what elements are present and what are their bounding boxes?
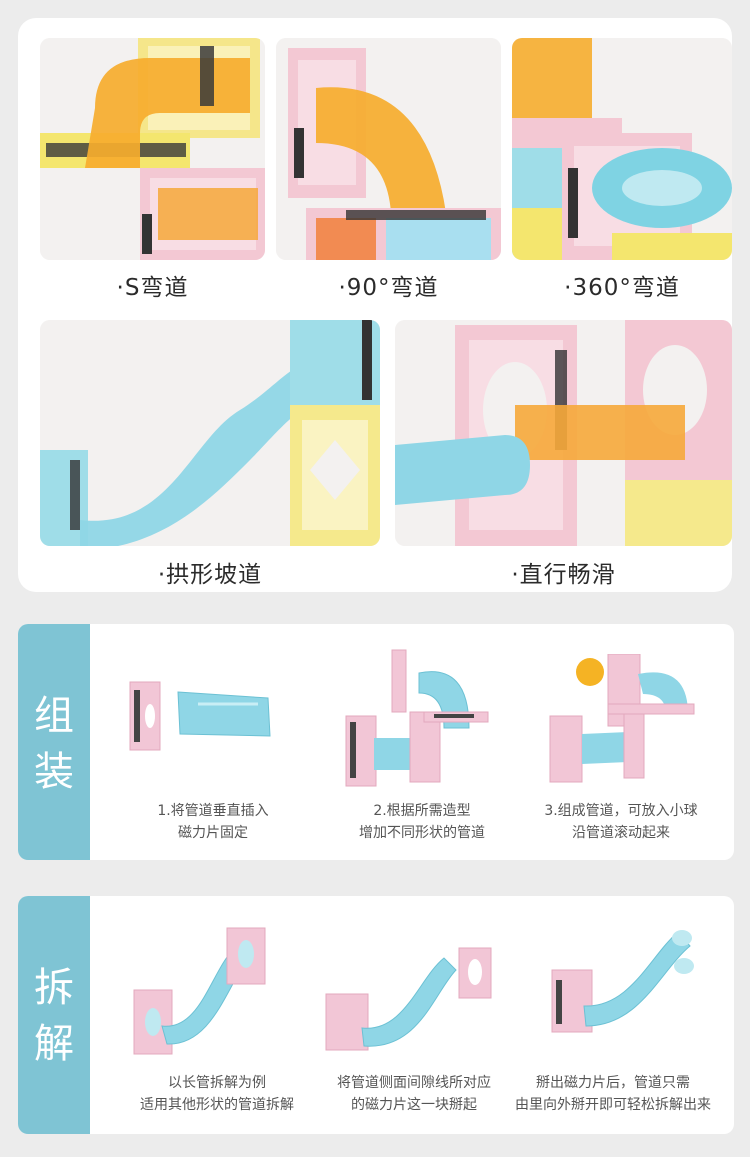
disassembly-step-2-image (324, 938, 494, 1058)
assembly-step-1-text: 1.将管道垂直插入 磁力片固定 (98, 800, 328, 844)
straight-slide-image (395, 320, 732, 546)
disassembly-step-1-image (132, 926, 272, 1056)
s-curve-image (40, 38, 265, 260)
assembly-step-3-image (548, 654, 698, 784)
disassembly-label-1: 拆 (34, 965, 74, 1011)
disassembly-side-bar (18, 896, 90, 1134)
assembly-step-3-text: 3.组成管道，可放入小球 沿管道滚动起来 (506, 800, 734, 844)
caption-s-curve: ·S弯道 (116, 275, 189, 301)
disassembly-step-3-line-2: 由里向外掰开即可轻松拆解出来 (515, 1097, 711, 1113)
disassembly-step-2-line-2: 的磁力片这一块掰起 (351, 1097, 477, 1113)
90-degree-curve-image (276, 38, 501, 260)
arched-ramp-image (40, 320, 380, 546)
caption-90-curve: ·90°弯道 (338, 275, 439, 301)
assembly-step-2-text: 2.根据所需造型 增加不同形状的管道 (307, 800, 537, 844)
disassembly-step-2-line-1: 将管道侧面间隙线所对应 (337, 1075, 491, 1091)
disassembly-step-1-text: 以长管拆解为例 适用其他形状的管道拆解 (102, 1072, 332, 1116)
assembly-step-2-image (344, 648, 494, 788)
disassembly-step-1-line-1: 以长管拆解为例 (168, 1075, 266, 1091)
disassembly-panel: 拆 解 以长管拆解为例 适用其他形状的管道拆解 将管道侧面间隙线所对应 的磁力片… (18, 896, 734, 1134)
assembly-step-3-line-1: 3.组成管道，可放入小球 (544, 803, 698, 819)
assembly-panel: 组 装 1.将管道垂直插入 磁力片固定 2.根据所需造型 增加不同形状的管道 (18, 624, 734, 860)
disassembly-step-3-text: 掰出磁力片后，管道只需 由里向外掰开即可轻松拆解出来 (498, 1072, 728, 1116)
disassembly-step-3-image (550, 926, 700, 1046)
feature-card: ·S弯道 ·90°弯道 ·360 (18, 18, 732, 592)
disassembly-step-2-text: 将管道侧面间隙线所对应 的磁力片这一块掰起 (299, 1072, 529, 1116)
caption-360-curve: ·360°弯道 (564, 275, 680, 301)
assembly-step-3-line-2: 沿管道滚动起来 (572, 825, 670, 841)
caption-straight-slide: ·直行畅滑 (511, 562, 616, 588)
assembly-step-2-line-1: 2.根据所需造型 (373, 803, 471, 819)
assembly-side-bar (18, 624, 90, 860)
disassembly-label-2: 解 (34, 1021, 74, 1067)
assembly-label-2: 装 (34, 749, 74, 795)
assembly-step-2-line-2: 增加不同形状的管道 (359, 825, 485, 841)
360-degree-curve-image (512, 38, 732, 260)
assembly-step-1-image (128, 674, 278, 754)
caption-arched-ramp: ·拱形坡道 (157, 562, 263, 588)
disassembly-step-1-line-2: 适用其他形状的管道拆解 (140, 1097, 294, 1113)
assembly-step-1-line-1: 1.将管道垂直插入 (157, 803, 269, 819)
assembly-label-1: 组 (34, 693, 74, 739)
assembly-step-1-line-2: 磁力片固定 (178, 825, 248, 841)
disassembly-step-3-line-1: 掰出磁力片后，管道只需 (536, 1075, 690, 1091)
